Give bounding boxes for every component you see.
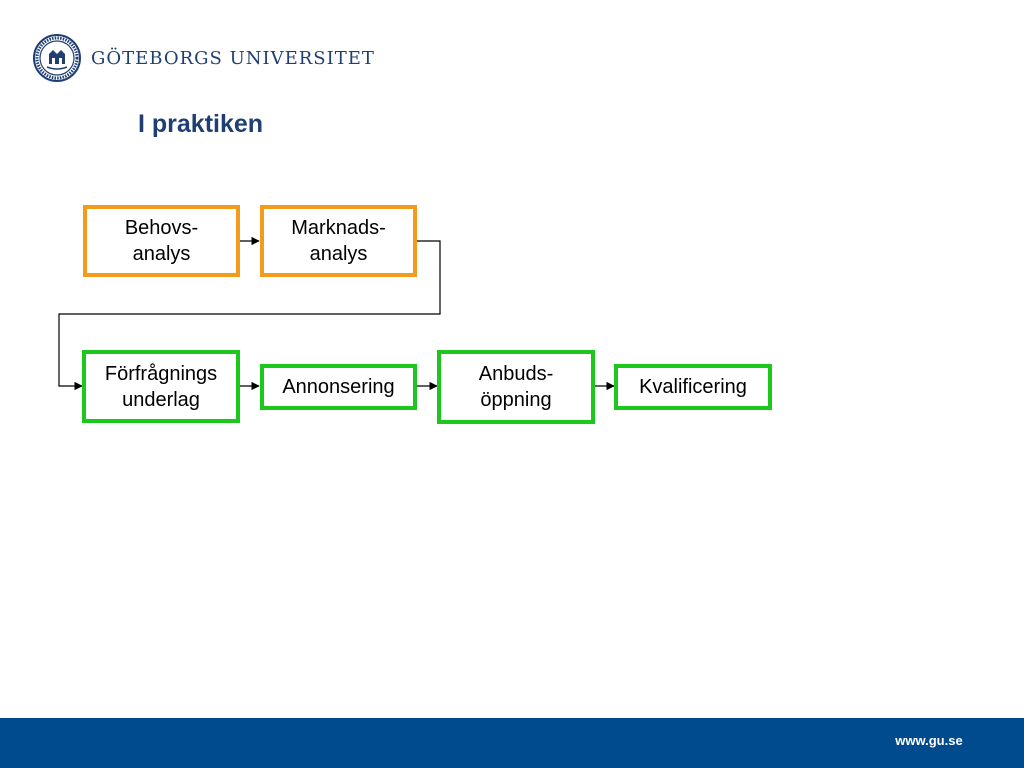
- university-seal-icon: [33, 34, 81, 82]
- university-name: GÖTEBORGS UNIVERSITET: [91, 47, 375, 69]
- node-anbudsoppning: Anbuds- öppning: [437, 350, 595, 424]
- footer-bar: www.gu.se: [0, 718, 1024, 768]
- slide-title: I praktiken: [138, 110, 264, 138]
- node-forfragningsunderlag: Förfrågnings underlag: [82, 350, 240, 423]
- node-kvalificering: Kvalificering: [614, 364, 772, 410]
- node-annonsering: Annonsering: [260, 364, 417, 410]
- edge-marknadsanalys-forfragningsunderlag: [58, 240, 441, 391]
- node-marknadsanalys: Marknads- analys: [260, 205, 417, 277]
- university-logo: GÖTEBORGS UNIVERSITET: [33, 34, 375, 82]
- footer-url-link[interactable]: www.gu.se: [895, 733, 963, 748]
- node-behovsanalys: Behovs- analys: [83, 205, 240, 277]
